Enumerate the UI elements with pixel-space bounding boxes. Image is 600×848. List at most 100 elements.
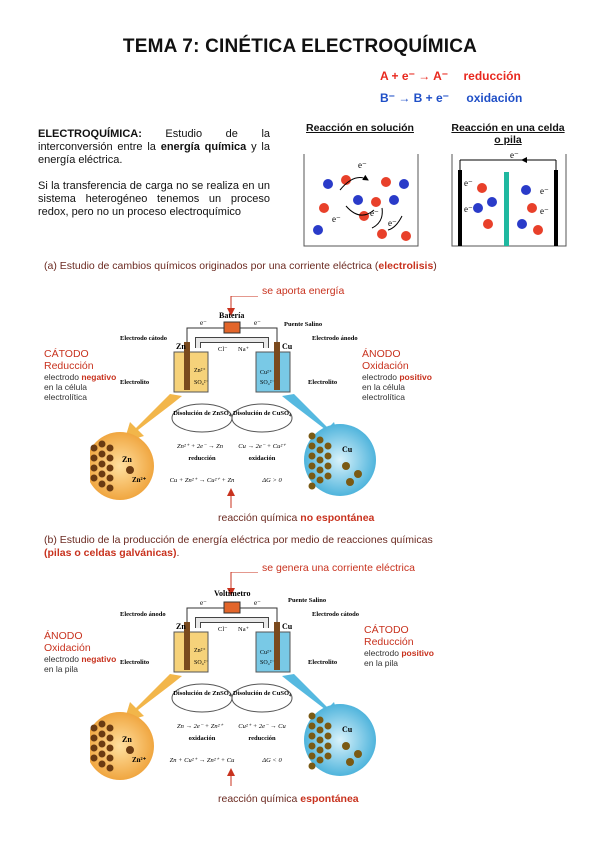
section-b-highlight: (pilas o celdas galvánicas): [44, 547, 177, 559]
left-solution-b: Disolución de ZnSO₄: [173, 690, 231, 697]
left-sub-bold-a: negativo: [81, 372, 117, 382]
left-sub2-a: en la célula: [44, 382, 88, 392]
caption-a-bold: no espontánea: [300, 512, 375, 524]
galvanic-cell-diagram: Voltímetro e⁻ e⁻ Cl⁻ Na⁺ Zn Cu Zn²⁺ SO₄²…: [90, 572, 376, 786]
right-half-label-b: reducción: [248, 735, 276, 742]
right-sub-bold-a: positivo: [399, 372, 432, 382]
electron-label: e⁻: [540, 186, 549, 196]
left-role-b: ÁNODO: [44, 630, 83, 642]
cu-ion-label: Cu²⁺: [260, 649, 272, 656]
reduction-label: reducción: [463, 69, 521, 83]
section-b-suffix: .: [176, 547, 180, 559]
intro-text-2: y la energía eléctrica.: [38, 141, 270, 166]
electron-label: e⁻: [464, 204, 473, 214]
right-solution-b: Disolución de CuSO₄: [233, 690, 291, 697]
left-sub-a: electrodo: [44, 372, 82, 382]
left-half-b: Zn → 2e⁻ + Zn²⁺: [177, 723, 224, 730]
caption-b-bold: espontánea: [300, 793, 359, 805]
right-electrode-info-b: CÁTODO Reducción electrodo positivo en l…: [364, 624, 460, 668]
left-electrode-label-b: Electrodo ánodo: [120, 611, 166, 618]
right-role-a: ÁNODO: [362, 348, 401, 360]
right-electrode-label-b: Electrodo cátodo: [312, 611, 359, 618]
sodium-label: Na⁺: [238, 346, 250, 353]
oxidation-equation: B⁻ → B + e⁻ oxidación: [380, 91, 522, 105]
chloride-label: Cl⁻: [218, 346, 228, 353]
particle-dot: [319, 203, 329, 213]
electron-label: e⁻: [370, 208, 379, 218]
intro-term: ELECTROQUÍMICA:: [38, 128, 142, 140]
zn-ion-ball-label: Zn²⁺: [132, 756, 147, 764]
left-electrode-info-b: ÁNODO Oxidación electrodo negativo en la…: [44, 630, 124, 674]
oxidation-label: oxidación: [466, 91, 523, 105]
left-process-a: Reducción: [44, 360, 94, 372]
cu-label: Cu: [282, 622, 293, 631]
section-b-heading: (b) Estudio de la producción de energía …: [44, 534, 564, 560]
right-sub-b: electrodo: [364, 648, 402, 658]
left-solution-a: Disolución de ZnSO₄: [173, 410, 231, 417]
right-sub3-a: electrolítica: [362, 392, 405, 402]
right-half-label-a: oxidación: [249, 455, 276, 462]
particle-dot: [323, 179, 333, 189]
electron-label: e⁻: [200, 319, 207, 327]
zn-ion-label: Zn²⁺: [194, 647, 206, 654]
particle-dot: [313, 225, 323, 235]
electron-label: e⁻: [464, 178, 473, 188]
electron-label: e⁻: [254, 599, 261, 607]
cu-ball-label: Cu: [342, 445, 353, 454]
delta-g-b: ΔG < 0: [261, 757, 282, 764]
device-label-b: Voltímetro: [214, 589, 250, 598]
zn-ion-label: Zn²⁺: [194, 367, 206, 374]
right-sub-bold-b: positivo: [401, 648, 434, 658]
reduction-equation: A + e⁻ → A⁻ reducción: [380, 69, 521, 83]
caption-a: reacción química no espontánea: [218, 512, 374, 524]
intro-bold: energía química: [160, 141, 247, 153]
caption-b-prefix: reacción química: [218, 793, 301, 805]
particle-dot: [371, 197, 381, 207]
right-sub2-a: en la célula: [362, 382, 406, 392]
electrolyte-right-b: Electrolito: [308, 659, 337, 666]
cu-ion-label: Cu²⁺: [260, 369, 272, 376]
right-half-b: Cu²⁺ + 2e⁻ → Cu: [238, 723, 286, 730]
intro-paragraph-2: Si la transferencia de carga no se reali…: [38, 180, 270, 218]
right-sub2-b: en la pila: [364, 658, 399, 668]
so4-label: SO₄²⁻: [260, 660, 275, 666]
intro-text-1: Estudio de la interconversión entre la: [38, 128, 270, 153]
so4-label: SO₄²⁻: [194, 380, 209, 386]
left-sub3-a: electrolítica: [44, 392, 87, 402]
right-electrode-label-a: Electrodo ánodo: [312, 335, 358, 342]
left-half-label-a: reducción: [188, 455, 216, 462]
left-process-b: Oxidación: [44, 642, 91, 654]
zn-ball-label: Zn: [122, 735, 132, 744]
electron-label: e⁻: [200, 599, 207, 607]
solution-reaction-diagram: e⁻ e⁻ e⁻ e⁻: [303, 154, 419, 247]
device-label-a: Batería: [219, 311, 244, 320]
particle-dot: [353, 195, 363, 205]
chloride-label: Cl⁻: [218, 626, 228, 633]
left-half-a: Zn²⁺ + 2e⁻ → Zn: [177, 443, 223, 450]
particle-dot: [399, 179, 409, 189]
caption-a-prefix: reacción química: [218, 512, 301, 524]
intro-text: ELECTROQUÍMICA: Estudio de la interconve…: [38, 128, 270, 219]
cell-reaction-diagram: e⁻ e⁻ e⁻ e⁻ e⁻: [451, 150, 567, 247]
right-process-a: Oxidación: [362, 360, 409, 372]
right-role-b: CÁTODO: [364, 624, 409, 636]
particle-dot: [401, 231, 411, 241]
left-sub-b: electrodo: [44, 654, 82, 664]
electron-label: e⁻: [388, 218, 397, 228]
section-b-prefix: (b) Estudio de la producción de energía …: [44, 534, 433, 546]
electron-label: e⁻: [332, 214, 341, 224]
so4-label: SO₄²⁻: [260, 380, 275, 386]
caption-b: reacción química espontánea: [218, 793, 359, 805]
left-sub2-b: en la pila: [44, 664, 79, 674]
overall-a: Cu + Zn²⁺ → Cu²⁺ + Zn: [170, 477, 235, 484]
particle-dot: [389, 195, 399, 205]
electron-label: e⁻: [358, 160, 367, 170]
particle-dot: [377, 229, 387, 239]
electrolyte-right-a: Electrolito: [308, 379, 337, 386]
left-sub-bold-b: negativo: [81, 654, 117, 664]
electron-label: e⁻: [510, 150, 519, 160]
right-sub-a: electrodo: [362, 372, 400, 382]
zn-label: Zn: [176, 342, 186, 351]
left-role-a: CÁTODO: [44, 348, 89, 360]
section-a-highlight: electrolisis: [378, 260, 434, 272]
